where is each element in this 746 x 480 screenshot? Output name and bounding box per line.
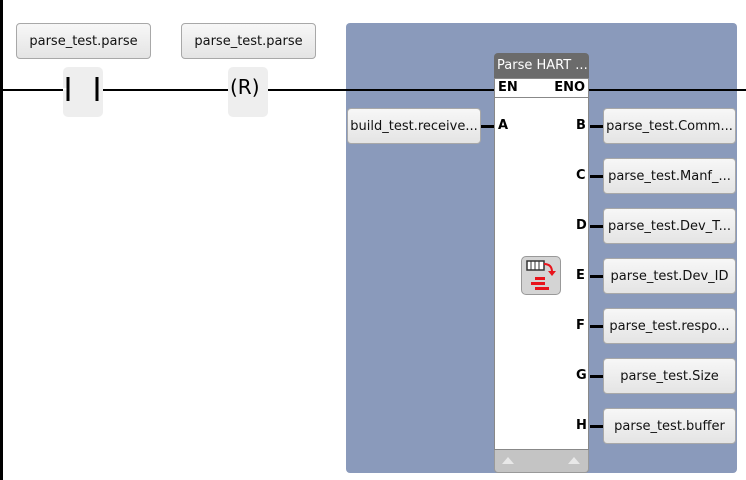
- output-wire-h: [590, 425, 603, 428]
- contact-element[interactable]: [63, 67, 103, 117]
- pin-b: B: [576, 118, 586, 133]
- block-footer: [494, 450, 589, 473]
- output-variable-g[interactable]: parse_test.Size: [603, 358, 736, 394]
- rung-wire: [0, 89, 746, 91]
- block-title: Parse HART ...: [494, 53, 589, 78]
- output-wire-g: [590, 375, 603, 378]
- input-variable-a[interactable]: build_test.receive...: [347, 108, 481, 144]
- eno-pin: ENO: [554, 80, 585, 95]
- output-variable-b[interactable]: parse_test.Comm...: [603, 108, 736, 144]
- output-wire-d: [590, 225, 603, 228]
- output-wire-b: [590, 125, 603, 128]
- parse-block-icon: [521, 256, 561, 295]
- output-variable-d[interactable]: parse_test.Dev_T...: [603, 208, 736, 244]
- parse-hart-function-block[interactable]: Parse HART ... EN ENO: [494, 53, 589, 473]
- pin-c: C: [576, 168, 586, 183]
- output-wire-f: [590, 325, 603, 328]
- input-wire-a: [481, 125, 494, 128]
- reset-coil-element[interactable]: (R): [228, 67, 268, 117]
- pin-e: E: [576, 268, 585, 283]
- output-variable-e[interactable]: parse_test.Dev_ID: [603, 258, 736, 294]
- pin-h: H: [576, 418, 587, 433]
- output-wire-c: [590, 175, 603, 178]
- left-power-rail: [0, 0, 3, 480]
- expand-left-icon[interactable]: [502, 457, 514, 464]
- pin-g: G: [576, 368, 587, 383]
- output-variable-h[interactable]: parse_test.buffer: [603, 408, 736, 444]
- expand-right-icon[interactable]: [568, 457, 580, 464]
- pin-a: A: [498, 118, 509, 133]
- output-variable-c[interactable]: parse_test.Manf_...: [603, 158, 736, 194]
- en-pin: EN: [498, 80, 518, 95]
- output-wire-e: [590, 275, 603, 278]
- pin-d: D: [576, 218, 587, 233]
- coil-variable-label[interactable]: parse_test.parse: [181, 23, 316, 59]
- en-eno-row: EN ENO: [494, 78, 589, 98]
- pin-f: F: [576, 318, 585, 333]
- normally-open-contact-icon: [63, 77, 99, 101]
- contact-variable-label[interactable]: parse_test.parse: [16, 23, 151, 59]
- reset-coil-symbol: (R): [230, 75, 260, 99]
- output-variable-f[interactable]: parse_test.respo...: [603, 308, 736, 344]
